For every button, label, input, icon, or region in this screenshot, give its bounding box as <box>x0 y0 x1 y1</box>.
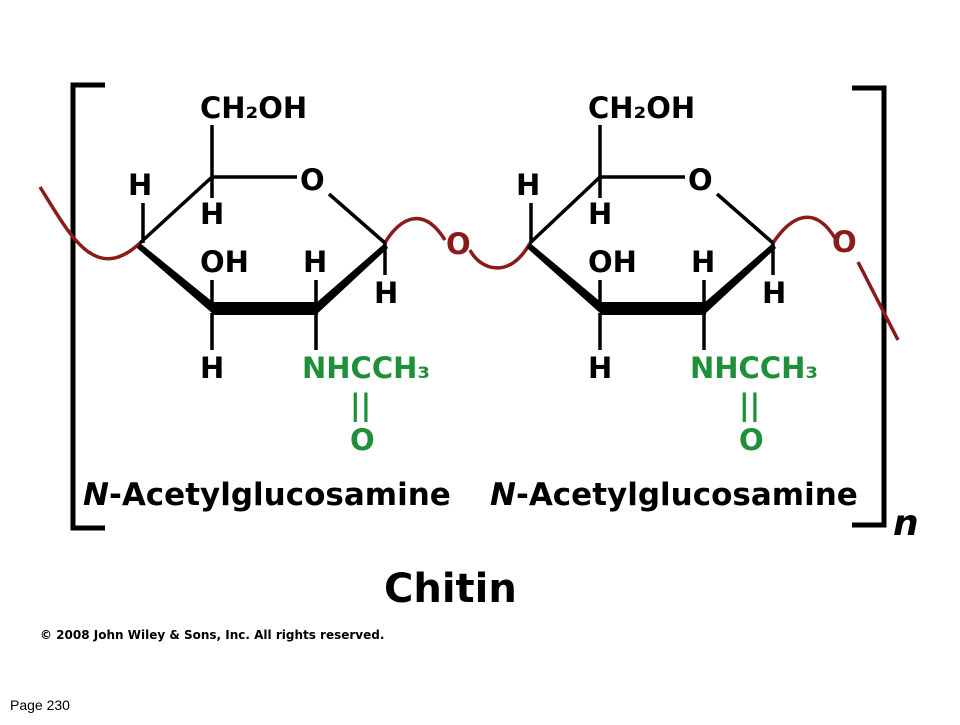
ring-front-bond <box>212 302 318 315</box>
c2-hydrogen-label: H <box>691 245 715 279</box>
glycosidic-bond-middle-a <box>383 216 447 244</box>
c3-hydroxyl-label: OH <box>588 245 637 279</box>
c1-hydrogen-label: H <box>374 276 398 310</box>
glycosidic-oxygen-label: O <box>446 227 471 261</box>
ring-wedge-right <box>704 243 776 313</box>
ring-front-bond <box>600 302 706 315</box>
page-number-label: Page 230 <box>10 697 70 713</box>
unit-name-prefix: N <box>490 477 516 513</box>
c2-hydrogen-label: H <box>303 245 327 279</box>
c5-hydrogen-label: H <box>200 197 224 231</box>
c1-hydrogen-label: H <box>762 276 786 310</box>
acetamido-group-label: NHCCH₃ <box>302 351 430 385</box>
left-bracket <box>70 82 105 531</box>
c4-hydrogen-label: H <box>128 168 152 202</box>
c5-hydrogen-label: H <box>588 197 612 231</box>
ring-oxygen-label: O <box>688 163 713 197</box>
carbonyl-oxygen-label: O <box>350 423 375 457</box>
c3-hydrogen-label: H <box>200 351 224 385</box>
unit-name-label: N-Acetylglucosamine <box>83 477 451 513</box>
c3-hydrogen-label: H <box>588 351 612 385</box>
carbonyl-bond-label: || <box>350 388 371 422</box>
c6-group-label: CH₂OH <box>200 91 307 125</box>
sugar-unit-2: CH₂OH O H H OH H H H NHCCH₃ || O O N-Ace… <box>490 91 858 513</box>
ring-wedge-left <box>137 243 214 313</box>
repeat-subscript-n: n <box>893 503 919 544</box>
ring-wedge-right <box>316 243 388 313</box>
carbonyl-oxygen-label: O <box>739 423 764 457</box>
glycosidic-bond-left <box>38 186 142 261</box>
unit-name-rest: -Acetylglucosamine <box>516 477 858 513</box>
ring-wedge-left <box>527 243 602 313</box>
glycosidic-bond-right-b <box>856 261 900 341</box>
unit-name-label: N-Acetylglucosamine <box>490 477 858 513</box>
right-bracket <box>852 85 887 528</box>
glycosidic-bond-right-a <box>771 215 837 244</box>
unit-name-rest: -Acetylglucosamine <box>109 477 451 513</box>
diagram-title: Chitin <box>384 566 517 612</box>
copyright-notice: © 2008 John Wiley & Sons, Inc. All right… <box>40 628 384 642</box>
glycosidic-oxygen-label: O <box>832 225 857 259</box>
ring-oxygen-label: O <box>300 163 325 197</box>
unit-name-prefix: N <box>83 477 109 513</box>
glycosidic-bond-middle-b <box>468 242 532 270</box>
c6-group-label: CH₂OH <box>588 91 695 125</box>
c4-hydrogen-label: H <box>516 168 540 202</box>
acetamido-group-label: NHCCH₃ <box>690 351 818 385</box>
carbonyl-bond-label: || <box>739 388 760 422</box>
c3-hydroxyl-label: OH <box>200 245 249 279</box>
sugar-unit-1: CH₂OH O H H OH H H H NHCCH₃ || O O N-Ace… <box>83 91 471 513</box>
